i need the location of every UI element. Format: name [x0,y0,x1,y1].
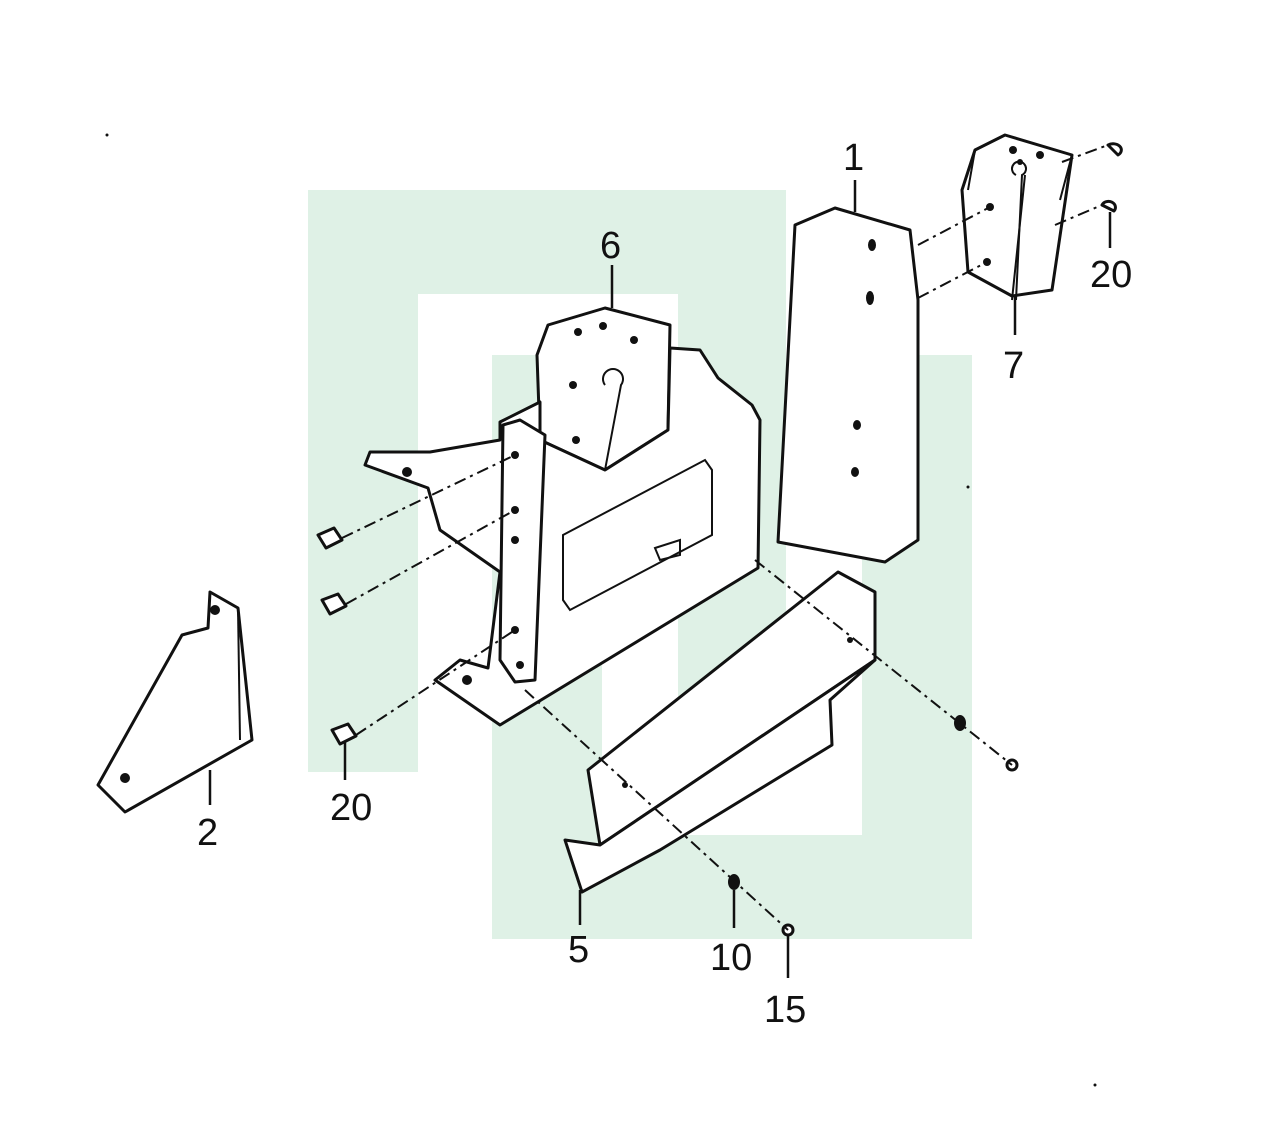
callout-part-20-right: 20 [1090,254,1132,296]
main-frame [363,346,762,727]
callout-part-1: 1 [843,137,864,179]
assembly-lines [341,144,1109,931]
callout-part-15: 15 [764,989,806,1031]
part-5-tray [563,570,877,894]
callout-part-7: 7 [1003,345,1024,387]
bolts-left [316,526,358,746]
callout-part-20-left: 20 [330,787,372,829]
callout-part-10: 10 [710,937,752,979]
part-1-side-plate [776,206,920,564]
callout-part-6: 6 [600,225,621,267]
callout-part-2: 2 [197,812,218,854]
callout-part-5: 5 [568,929,589,971]
part-7-bracket [960,133,1074,301]
leader-lines [208,180,1112,978]
part-2-gusset [96,590,254,814]
